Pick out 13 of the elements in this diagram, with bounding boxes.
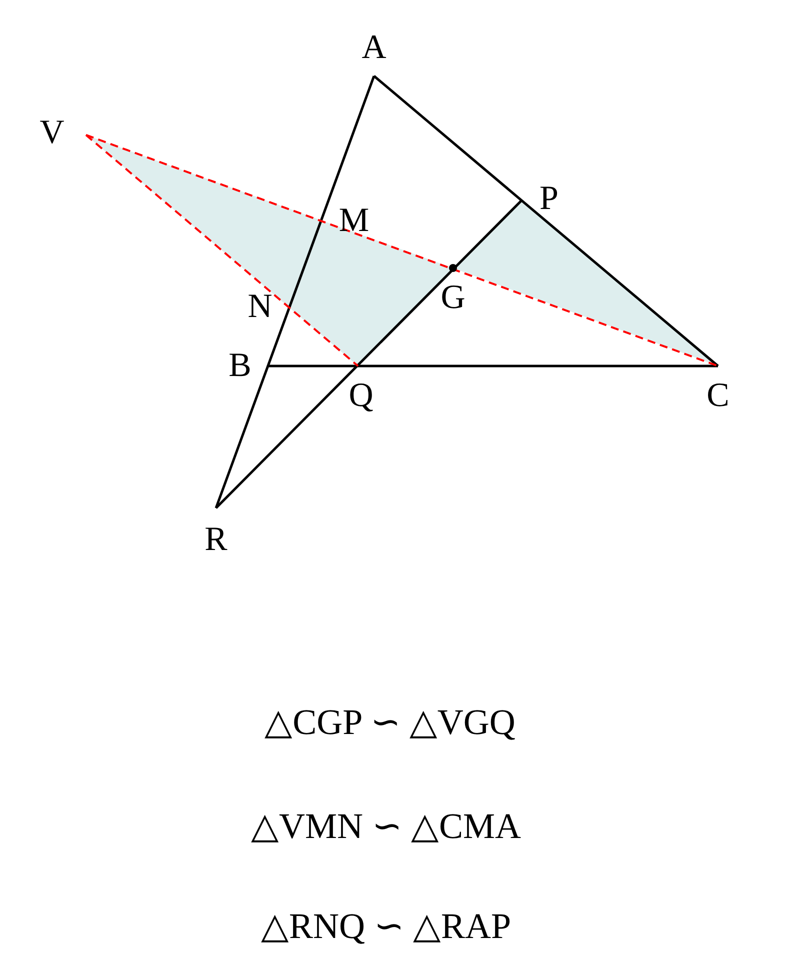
point-label: R: [204, 523, 228, 557]
similarity-statement: △VMN ∽ △CMA: [250, 808, 522, 844]
point-label: G: [440, 281, 466, 315]
point-label: P: [540, 182, 558, 216]
point-label: N: [248, 290, 272, 324]
point-label: V: [40, 116, 64, 150]
point-label: C: [706, 379, 730, 413]
similarity-statement: △CGP ∽ △VGQ: [264, 704, 516, 740]
point-label: Q: [348, 379, 374, 413]
point-label: M: [338, 204, 370, 238]
point-label: A: [362, 31, 386, 65]
point-label: B: [228, 349, 252, 383]
similarity-statement: △RNQ ∽ △RAP: [260, 908, 512, 944]
